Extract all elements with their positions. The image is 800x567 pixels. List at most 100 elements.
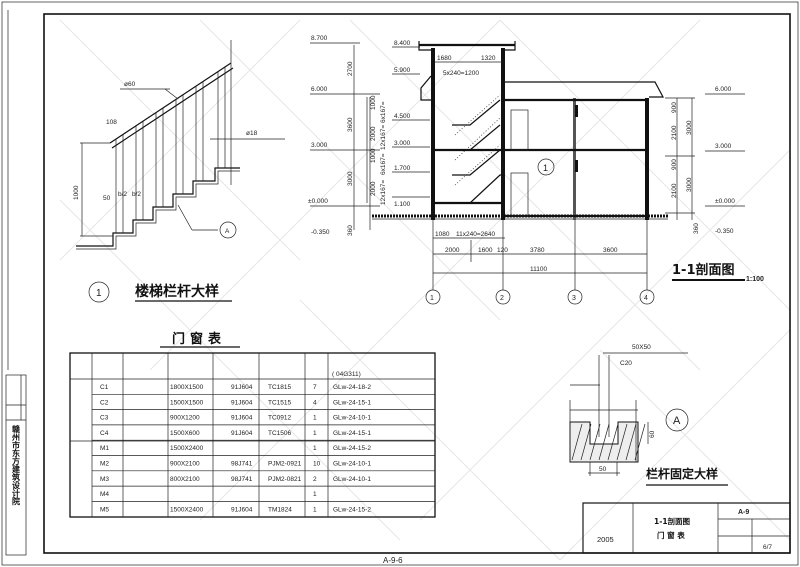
elevation-label: 8.400: [394, 40, 411, 47]
table-cell-qty: 1: [313, 506, 317, 513]
section-scale: 1:100: [746, 276, 764, 283]
year: 2005: [597, 535, 614, 544]
table-cell-lintel: GLw-24-10-1: [333, 461, 371, 468]
table-title: 门窗表: [172, 331, 226, 347]
table-cell-size: 900X1200: [170, 415, 200, 422]
table-cell-atlas: 91J604: [231, 384, 253, 391]
dim-label: 5x240=1200: [443, 70, 479, 77]
hatch-line: [580, 423, 592, 461]
stair-note: 6x167=: [380, 153, 387, 175]
stair-note: 12x167=: [380, 180, 387, 205]
wall-axis-2: [501, 48, 505, 220]
hatch-line: [616, 423, 628, 461]
dim-label: 1000: [370, 148, 377, 163]
table-cell-size: 1500X1500: [170, 399, 204, 406]
elevation-label: -0.350: [311, 229, 330, 236]
section-size-label: 50X50: [632, 344, 651, 351]
axis-label: 3: [572, 295, 576, 302]
drawing-name: 门 窗 表: [657, 530, 685, 540]
edge-dim: 50: [103, 195, 111, 202]
axis-label: 2: [500, 295, 504, 302]
title-block: 2005 1-1剖面图 门 窗 表 A-9 6/7: [582, 502, 791, 554]
detail-marker: [665, 408, 689, 432]
dim-label: 360: [347, 225, 354, 236]
table-cell-model: TM1824: [268, 506, 292, 513]
dim-label: 2700: [347, 61, 354, 76]
elevation-label: -0.350: [715, 228, 734, 235]
dim-label: 2100: [671, 125, 678, 140]
table-cell-lintel: GLw-24-10-1: [333, 476, 371, 483]
half-b-dim: b/2: [118, 191, 127, 198]
dim-label: 3000: [686, 177, 693, 192]
dim-label: 120: [497, 247, 508, 254]
elevation-label: 8.700: [311, 35, 328, 42]
stair-steps: [76, 167, 240, 247]
table-cell-size: 1500X600: [170, 430, 200, 437]
rail-fixing-detail: 50X50 C20 60 50 A 栏杆固定大样: [569, 344, 728, 486]
wall-axis-1: [431, 48, 435, 220]
dim-label: 1080: [435, 231, 450, 238]
table-cell-atlas: 98J741: [231, 461, 253, 468]
axis-label: 4: [644, 295, 648, 302]
handrail-width-dim: 108: [106, 119, 117, 126]
wall-axis-4: [645, 98, 649, 220]
table-header-note: ( 04G311): [332, 371, 361, 378]
table-cell-lintel: GLw-24-10-1: [333, 415, 371, 422]
elevation-label: 3.000: [715, 143, 732, 150]
elevation-label: 1.700: [394, 165, 411, 172]
dim-label: 2100: [671, 183, 678, 198]
table-cell-qty: 1: [313, 445, 317, 452]
table-cell-size: 1500X2400: [170, 445, 204, 452]
table-cell-atlas: 91J604: [231, 430, 253, 437]
axis-label: 1: [430, 295, 434, 302]
table-cell-model: TC1515: [268, 399, 292, 406]
table-cell-code: C2: [100, 399, 109, 406]
stair-note: 12x167=: [380, 125, 387, 150]
table-cell-model: TC1506: [268, 430, 292, 437]
hatch-line: [598, 423, 610, 461]
left-sidebar-strip: 赣州市东方建筑设计院: [5, 10, 27, 556]
dim-label: 1000: [370, 95, 377, 110]
callout-label: 1: [543, 163, 548, 173]
table-cell-qty: 1: [313, 430, 317, 437]
hatch-line: [625, 423, 637, 461]
drawing-name: 1-1剖面图: [654, 516, 691, 526]
hatch-line: [571, 423, 583, 461]
elevation-label: 4.500: [394, 113, 411, 120]
table-cell-qty: 10: [313, 461, 321, 468]
elevation-label: 3.000: [311, 142, 328, 149]
watermark-pattern: [59, 19, 791, 561]
elevation-label: 3.000: [394, 140, 411, 147]
sheet-number: 6/7: [763, 544, 772, 551]
organization-name: 赣州市东方建筑设计院: [11, 424, 21, 506]
dim-label: 1320: [481, 55, 496, 62]
stair-railing-detail: 1000 108 ø60 ø18 50 b/2 b/2 A 1 楼梯栏杆大样: [73, 40, 285, 303]
dim-label: 3600: [347, 117, 354, 132]
table-cell-model: TC1815: [268, 384, 292, 391]
table-cell-code: C3: [100, 415, 109, 422]
table-cell-lintel: GLw-24-15-2: [333, 445, 371, 452]
table-cell-qty: 1: [313, 491, 317, 498]
table-cell-atlas: 98J741: [231, 476, 253, 483]
elevation-label: ±0.000: [715, 198, 735, 205]
hatch-line: [589, 423, 601, 461]
dim-label: 3000: [347, 171, 354, 186]
table-cell-model: PJM2-0821: [268, 476, 302, 483]
dim-label: 360: [693, 223, 700, 234]
table-cell-lintel: GLw-24-15-1: [333, 399, 371, 406]
rail-fix-title: 栏杆固定大样: [646, 466, 718, 481]
table-cell-qty: 7: [313, 384, 317, 391]
table-cell-code: M3: [100, 476, 109, 483]
detail-ref-marker: [219, 221, 237, 239]
table-cell-atlas: 91J604: [231, 399, 253, 406]
stair-note: 6x167=: [380, 101, 387, 123]
dim-label: 11x240=2640: [456, 231, 495, 238]
